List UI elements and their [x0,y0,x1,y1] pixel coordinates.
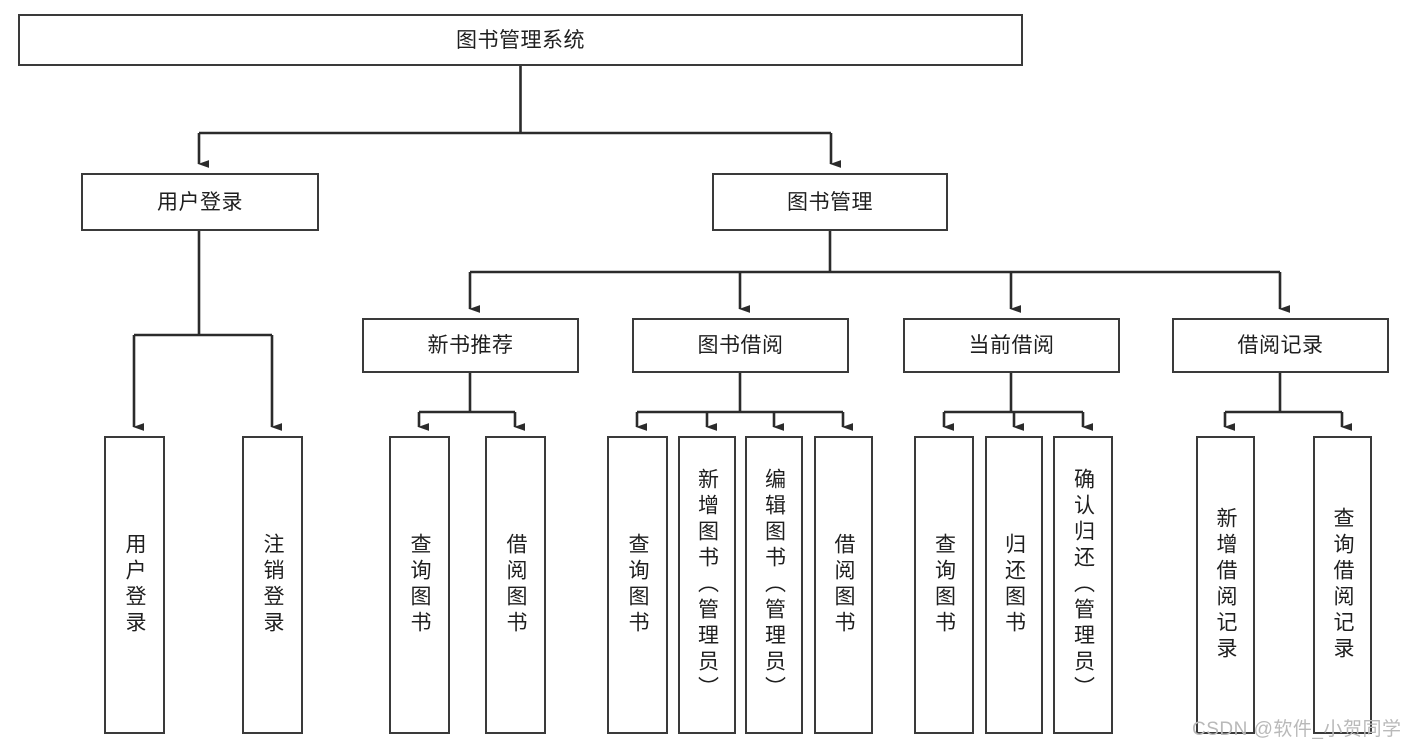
node-leaf-edit-book-label: 编辑图书（管理员） [762,468,786,702]
node-book-borrow[interactable]: 图书借阅 [632,318,849,373]
node-leaf-edit-book[interactable]: 编辑图书（管理员） [745,436,803,734]
node-book-manage[interactable]: 图书管理 [712,173,948,231]
node-leaf-add-book[interactable]: 新增图书（管理员） [678,436,736,734]
node-root-label: 图书管理系统 [456,28,585,52]
node-leaf-add-book-label: 新增图书（管理员） [695,468,719,702]
node-leaf-logout-label: 注销登录 [261,533,284,637]
node-leaf-logout[interactable]: 注销登录 [242,436,303,734]
node-user-login-label: 用户登录 [157,190,243,214]
node-book-borrow-label: 图书借阅 [697,334,784,357]
node-leaf-add-record[interactable]: 新增借阅记录 [1196,436,1255,734]
node-current-borrow-label: 当前借阅 [968,334,1055,357]
node-leaf-add-record-label: 新增借阅记录 [1214,507,1237,663]
node-leaf-query-book-2-label: 查询图书 [626,533,649,637]
node-leaf-query-book-1-label: 查询图书 [408,533,431,637]
node-leaf-borrow-book-1[interactable]: 借阅图书 [485,436,546,734]
node-book-manage-label: 图书管理 [787,190,873,214]
node-user-login[interactable]: 用户登录 [81,173,319,231]
node-leaf-query-book-1[interactable]: 查询图书 [389,436,450,734]
node-borrow-record[interactable]: 借阅记录 [1172,318,1389,373]
node-leaf-borrow-book-2[interactable]: 借阅图书 [814,436,873,734]
node-leaf-borrow-book-2-label: 借阅图书 [832,533,855,637]
node-leaf-query-book-3[interactable]: 查询图书 [914,436,974,734]
node-leaf-query-book-2[interactable]: 查询图书 [607,436,668,734]
node-leaf-query-record[interactable]: 查询借阅记录 [1313,436,1372,734]
node-leaf-user-login[interactable]: 用户登录 [104,436,165,734]
node-leaf-borrow-book-1-label: 借阅图书 [504,533,527,637]
node-leaf-confirm-return[interactable]: 确认归还（管理员） [1053,436,1113,734]
node-current-borrow[interactable]: 当前借阅 [903,318,1120,373]
node-leaf-query-record-label: 查询借阅记录 [1331,507,1354,663]
node-leaf-return-book[interactable]: 归还图书 [985,436,1043,734]
node-leaf-query-book-3-label: 查询图书 [932,533,956,637]
node-root[interactable]: 图书管理系统 [18,14,1023,66]
node-new-book-recommend[interactable]: 新书推荐 [362,318,579,373]
node-leaf-confirm-return-label: 确认归还（管理员） [1071,468,1095,702]
csdn-watermark: CSDN @软件_小贺同学 [1192,719,1402,740]
node-leaf-return-book-label: 归还图书 [1002,533,1026,637]
node-borrow-record-label: 借阅记录 [1237,334,1324,357]
node-new-book-recommend-label: 新书推荐 [427,334,514,357]
node-leaf-user-login-label: 用户登录 [123,533,146,637]
